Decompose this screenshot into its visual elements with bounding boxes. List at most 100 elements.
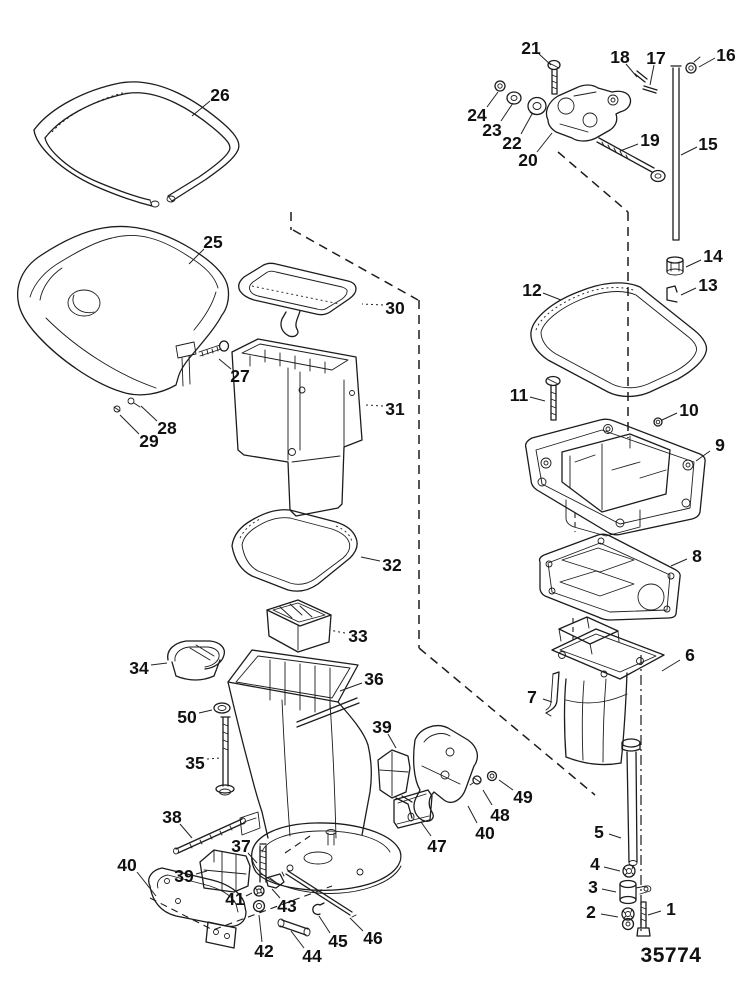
callout-43: 43 [271, 888, 297, 916]
part-36-driveshaft-housing [227, 649, 402, 894]
part-34-bracket [167, 640, 226, 681]
callout-leader-26 [191, 100, 211, 117]
callout-10: 10 [661, 400, 699, 421]
callout-18: 18 [610, 47, 638, 78]
callout-49: 49 [498, 779, 533, 807]
callout-label-33: 33 [348, 626, 368, 646]
callout-label-26: 26 [210, 85, 230, 105]
callout-leader-28 [140, 405, 158, 422]
callout-label-43: 43 [277, 896, 297, 916]
part-39-mount-left [199, 849, 251, 893]
part-12-gasket-ring [530, 282, 708, 398]
callout-leader-3 [601, 888, 617, 893]
callout-6: 6 [661, 645, 695, 672]
callout-leader-42 [258, 914, 263, 943]
part-22-bushing [527, 96, 547, 116]
part-25-lower-cowl [16, 225, 230, 396]
callout-40: 40 [467, 805, 495, 843]
callout-9: 9 [695, 435, 725, 462]
callout-label-48: 48 [490, 805, 510, 825]
part-19-bolt [596, 137, 666, 183]
callout-leader-4 [603, 866, 621, 872]
callout-label-20: 20 [518, 150, 538, 170]
callout-leader-14 [685, 259, 702, 268]
part-35-bolt [215, 716, 235, 796]
part-16-nut [685, 62, 697, 74]
part-15-rod [670, 56, 701, 241]
callout-39: 39 [372, 717, 397, 749]
callout-3: 3 [588, 877, 617, 897]
callout-4: 4 [590, 854, 621, 874]
callout-leader-23 [500, 102, 514, 122]
callout-41: 41 [225, 889, 253, 909]
part-27-screw [198, 340, 230, 357]
callout-7: 7 [527, 687, 553, 707]
callout-leader-40 [467, 805, 478, 824]
part-43-bracket [265, 873, 285, 889]
callout-label-41: 41 [225, 889, 245, 909]
part-8-gasket-plate [538, 533, 681, 621]
callout-leader-15 [680, 146, 698, 156]
callout-39: 39 [174, 866, 208, 886]
callout-leader-35 [206, 757, 221, 760]
callout-label-28: 28 [157, 418, 177, 438]
callout-leader-39 [195, 870, 208, 875]
callout-13: 13 [680, 275, 718, 296]
callout-leader-20 [536, 132, 553, 153]
part-38-rod [173, 817, 246, 855]
callout-leader-30 [361, 303, 384, 306]
callout-label-35: 35 [185, 753, 205, 773]
callout-leader-11 [529, 396, 546, 402]
callout-19: 19 [619, 130, 660, 152]
callout-leader-29 [119, 414, 140, 435]
callout-38: 38 [162, 807, 193, 839]
callout-label-12: 12 [522, 280, 542, 300]
callout-leader-24 [486, 91, 499, 108]
callout-24: 24 [467, 91, 499, 125]
callout-label-8: 8 [692, 546, 702, 566]
callout-label-6: 6 [685, 645, 695, 665]
callout-50: 50 [177, 707, 213, 727]
callout-label-44: 44 [302, 946, 322, 966]
callout-label-42: 42 [254, 941, 274, 961]
callout-label-38: 38 [162, 807, 182, 827]
callout-23: 23 [482, 102, 514, 140]
part-45-clip [312, 902, 325, 916]
callout-label-32: 32 [382, 555, 402, 575]
callout-label-16: 16 [716, 45, 736, 65]
part-42-nut [252, 899, 266, 913]
callout-label-11: 11 [510, 385, 529, 405]
callout-label-36: 36 [364, 669, 384, 689]
callout-label-9: 9 [715, 435, 725, 455]
callout-label-39: 39 [174, 866, 194, 886]
callout-16: 16 [698, 45, 736, 68]
part-40-mount-cover-left [148, 867, 247, 949]
part-26-cowl-seal [33, 81, 240, 208]
part-28-pin [127, 397, 141, 408]
callout-46: 46 [349, 917, 383, 948]
callout-label-15: 15 [698, 134, 718, 154]
callout-label-13: 13 [698, 275, 718, 295]
callout-36: 36 [339, 669, 384, 692]
callout-26: 26 [191, 85, 230, 117]
callout-label-47: 47 [427, 836, 446, 856]
callout-1: 1 [647, 899, 676, 919]
callout-31: 31 [365, 399, 405, 419]
part-17-pin [642, 85, 658, 94]
callout-label-25: 25 [203, 232, 223, 252]
callout-leader-21 [538, 53, 552, 66]
callout-17: 17 [646, 48, 666, 86]
part-21-bolt [547, 59, 561, 95]
part-11-bolt [545, 375, 561, 421]
callout-leader-31 [365, 404, 384, 407]
part-4-washer [622, 864, 636, 878]
part-44-pin [277, 918, 311, 937]
part-41-washer [253, 885, 265, 897]
part-46-link-rod [281, 870, 357, 918]
callout-8: 8 [670, 546, 702, 567]
callout-leader-44 [290, 930, 305, 949]
callout-label-31: 31 [385, 399, 405, 419]
callout-leader-1 [647, 910, 662, 916]
callout-leader-8 [670, 558, 688, 567]
part-2-washers [621, 907, 635, 931]
